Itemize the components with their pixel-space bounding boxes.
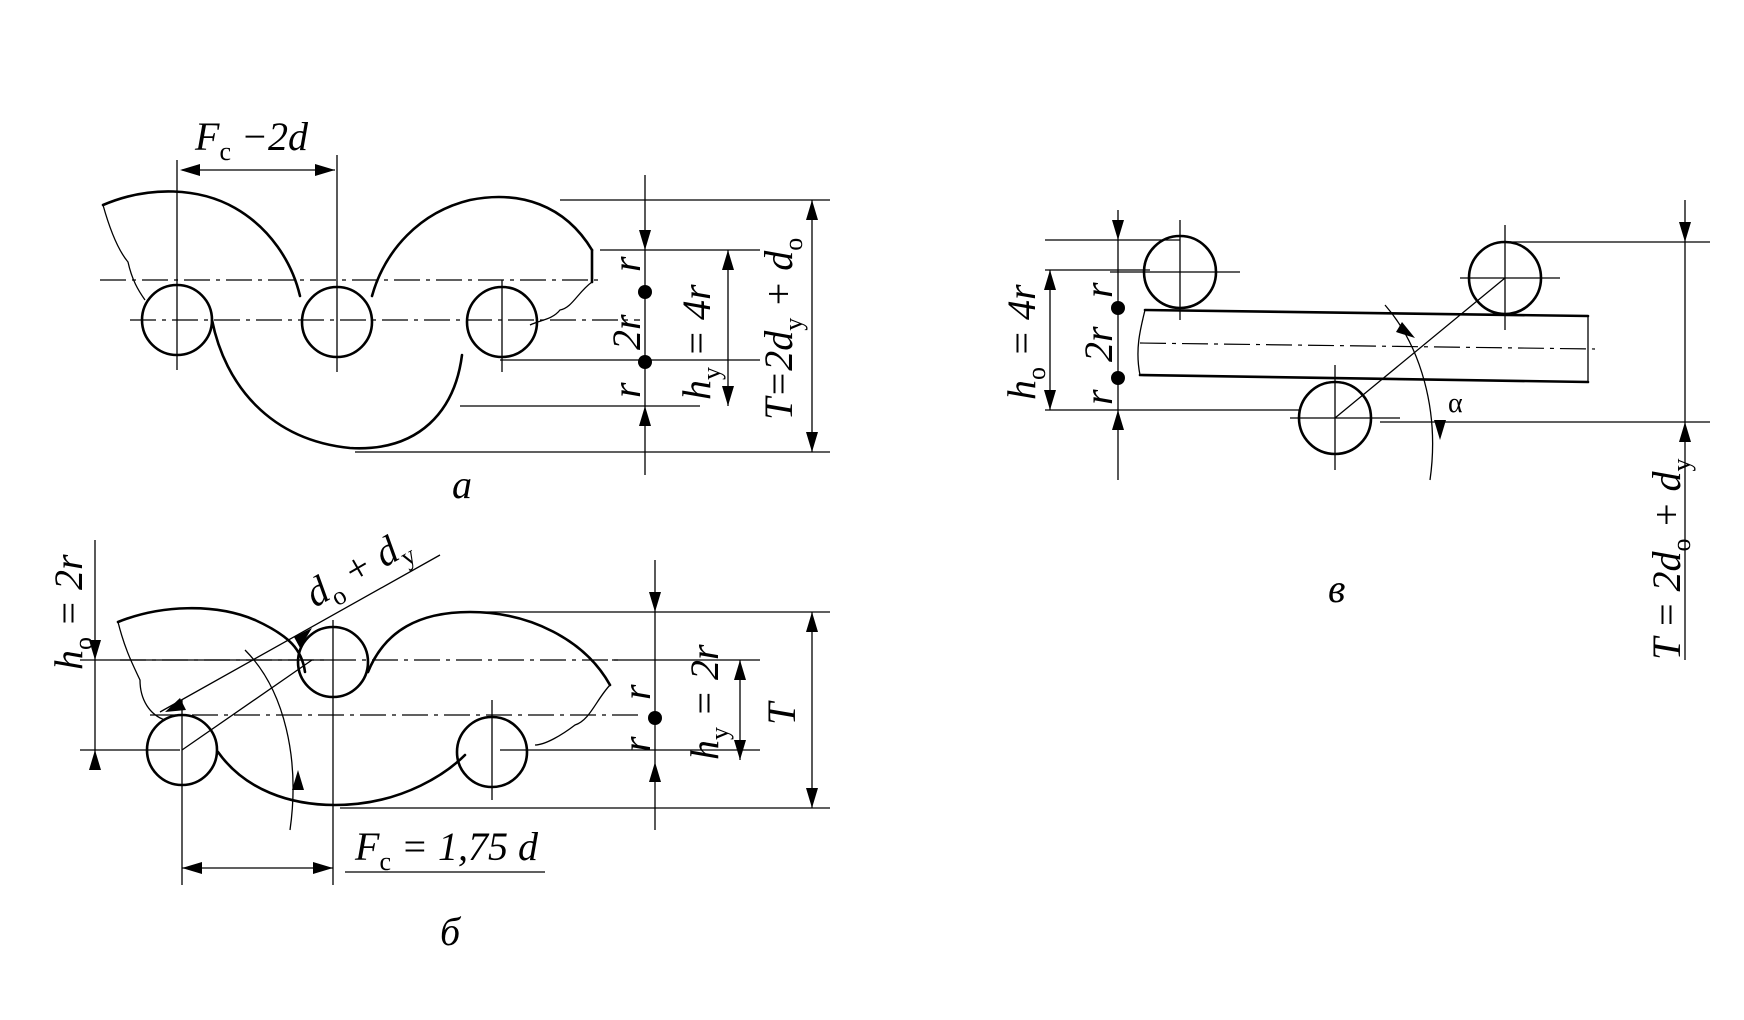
- panel-c-arrow-r2: [1112, 410, 1124, 430]
- panel-c-alpha: α: [1448, 388, 1463, 419]
- panel-a-break-left: [102, 204, 146, 301]
- panel-c-t-label: T = 2do + dy: [1644, 458, 1696, 660]
- panel-a-two-r: 2r: [604, 314, 649, 350]
- panel-b-ho-label: ho = 2r: [46, 554, 98, 670]
- panel-a: Fc −2d r 2r r hy = 4r T=2dy + do а: [100, 114, 830, 507]
- panel-a-yarn-lower: [210, 318, 464, 450]
- panel-a-r-bottom: r: [604, 382, 649, 398]
- panel-b-ho-arrow-top: [89, 640, 101, 660]
- panel-b-ho-arrow-bottom: [89, 750, 101, 770]
- panel-c-r-bottom: r: [1076, 389, 1121, 405]
- panel-b-break-right: [534, 684, 611, 746]
- panel-a-pitch-arrow-left: [180, 164, 200, 176]
- panel-b-pitch-arrow-right: [313, 862, 333, 874]
- panel-c-angle-arrow-bottom: [1434, 420, 1446, 440]
- panel-c-yarn-center: [1139, 342, 1596, 350]
- panel-b-diag-line: [159, 554, 441, 713]
- panel-b-r-bottom: r: [614, 736, 659, 752]
- panel-a-r-top: r: [604, 256, 649, 272]
- panel-b-yarn-lower: [216, 750, 467, 807]
- panel-a-yarn-upper-2: [370, 195, 594, 298]
- panel-b-pitch-label: Fc = 1,75 d: [354, 824, 539, 876]
- panel-c-arrow-r1: [1112, 220, 1124, 240]
- panel-b-yarn-upper: [116, 606, 307, 674]
- panel-a-hy-arrow-top: [722, 250, 734, 270]
- panel-a-arrow-r1: [639, 230, 651, 250]
- panel-c-ho-arrow-top: [1044, 270, 1056, 290]
- panel-c-angle-arc: [1384, 304, 1434, 481]
- panel-a-dot-2: [638, 355, 652, 369]
- panel-b: do + dy ho = 2r r r hy = 2r T Fc = 1: [46, 520, 830, 954]
- panel-b-caption: б: [440, 909, 462, 954]
- panel-b-break-left: [117, 621, 166, 721]
- panel-b-t-arrow-bottom: [806, 788, 818, 808]
- panel-c-t-arrow-top: [1679, 222, 1691, 242]
- panel-b-hy-arrow-bottom: [734, 740, 746, 760]
- panel-a-dot-1: [638, 285, 652, 299]
- panel-c-r-top: r: [1076, 282, 1121, 298]
- panel-b-angle-arc: [244, 649, 294, 831]
- panel-b-dot: [648, 711, 662, 725]
- panel-a-t-arrow-top: [806, 200, 818, 220]
- panel-b-diag-label: do + dy: [297, 520, 421, 622]
- panel-b-arrow-r2: [649, 762, 661, 782]
- panel-b-diag-arrow-1: [165, 698, 186, 712]
- panel-c-ho-label: ho = 4r: [999, 284, 1051, 400]
- panel-c-diag: [1334, 277, 1506, 419]
- panel-b-angle-arrow: [292, 770, 304, 790]
- panel-a-pitch-label: Fc −2d: [194, 114, 309, 166]
- panel-b-arrow-r1: [649, 592, 661, 612]
- panel-b-t-label: T: [759, 700, 804, 725]
- panel-b-hy-arrow-top: [734, 660, 746, 680]
- panel-c-angle-arrow-top: [1396, 322, 1415, 338]
- panel-c: α ho = 4r r 2r r T = 2do + dy в: [999, 200, 1710, 660]
- panel-a-t-arrow-bottom: [806, 432, 818, 452]
- panel-b-hy-label: hy = 2r: [682, 644, 734, 760]
- panel-c-ho-arrow-bottom: [1044, 390, 1056, 410]
- panel-b-diag-center: [181, 659, 313, 751]
- panel-a-break-right: [529, 281, 593, 326]
- panel-a-arrow-r2: [639, 406, 651, 426]
- panel-c-t-arrow-bottom: [1679, 422, 1691, 442]
- panel-b-diag-arrow-2: [294, 628, 312, 648]
- panel-b-r-top: r: [614, 684, 659, 700]
- panel-c-caption: в: [1328, 566, 1345, 611]
- panel-b-t-arrow-top: [806, 612, 818, 632]
- panel-b-pitch-arrow-left: [182, 862, 202, 874]
- panel-c-yarn-break: [1137, 309, 1146, 376]
- panel-c-dot-1: [1111, 301, 1125, 315]
- panel-a-pitch-arrow-right: [315, 164, 335, 176]
- panel-c-dot-2: [1111, 371, 1125, 385]
- panel-a-caption: а: [452, 462, 472, 507]
- panel-a-hy-arrow-bottom: [722, 386, 734, 406]
- panel-b-yarn-upper-2: [366, 610, 612, 687]
- panel-c-yarn-bottom-edge: [1138, 373, 1590, 384]
- panel-a-t-label: T=2dy + do: [756, 238, 808, 420]
- panel-c-two-r: 2r: [1076, 326, 1121, 362]
- panel-c-yarn-top-edge: [1143, 308, 1590, 318]
- panel-a-hy-label: hy = 4r: [674, 284, 726, 400]
- panel-a-yarn-upper: [101, 190, 302, 298]
